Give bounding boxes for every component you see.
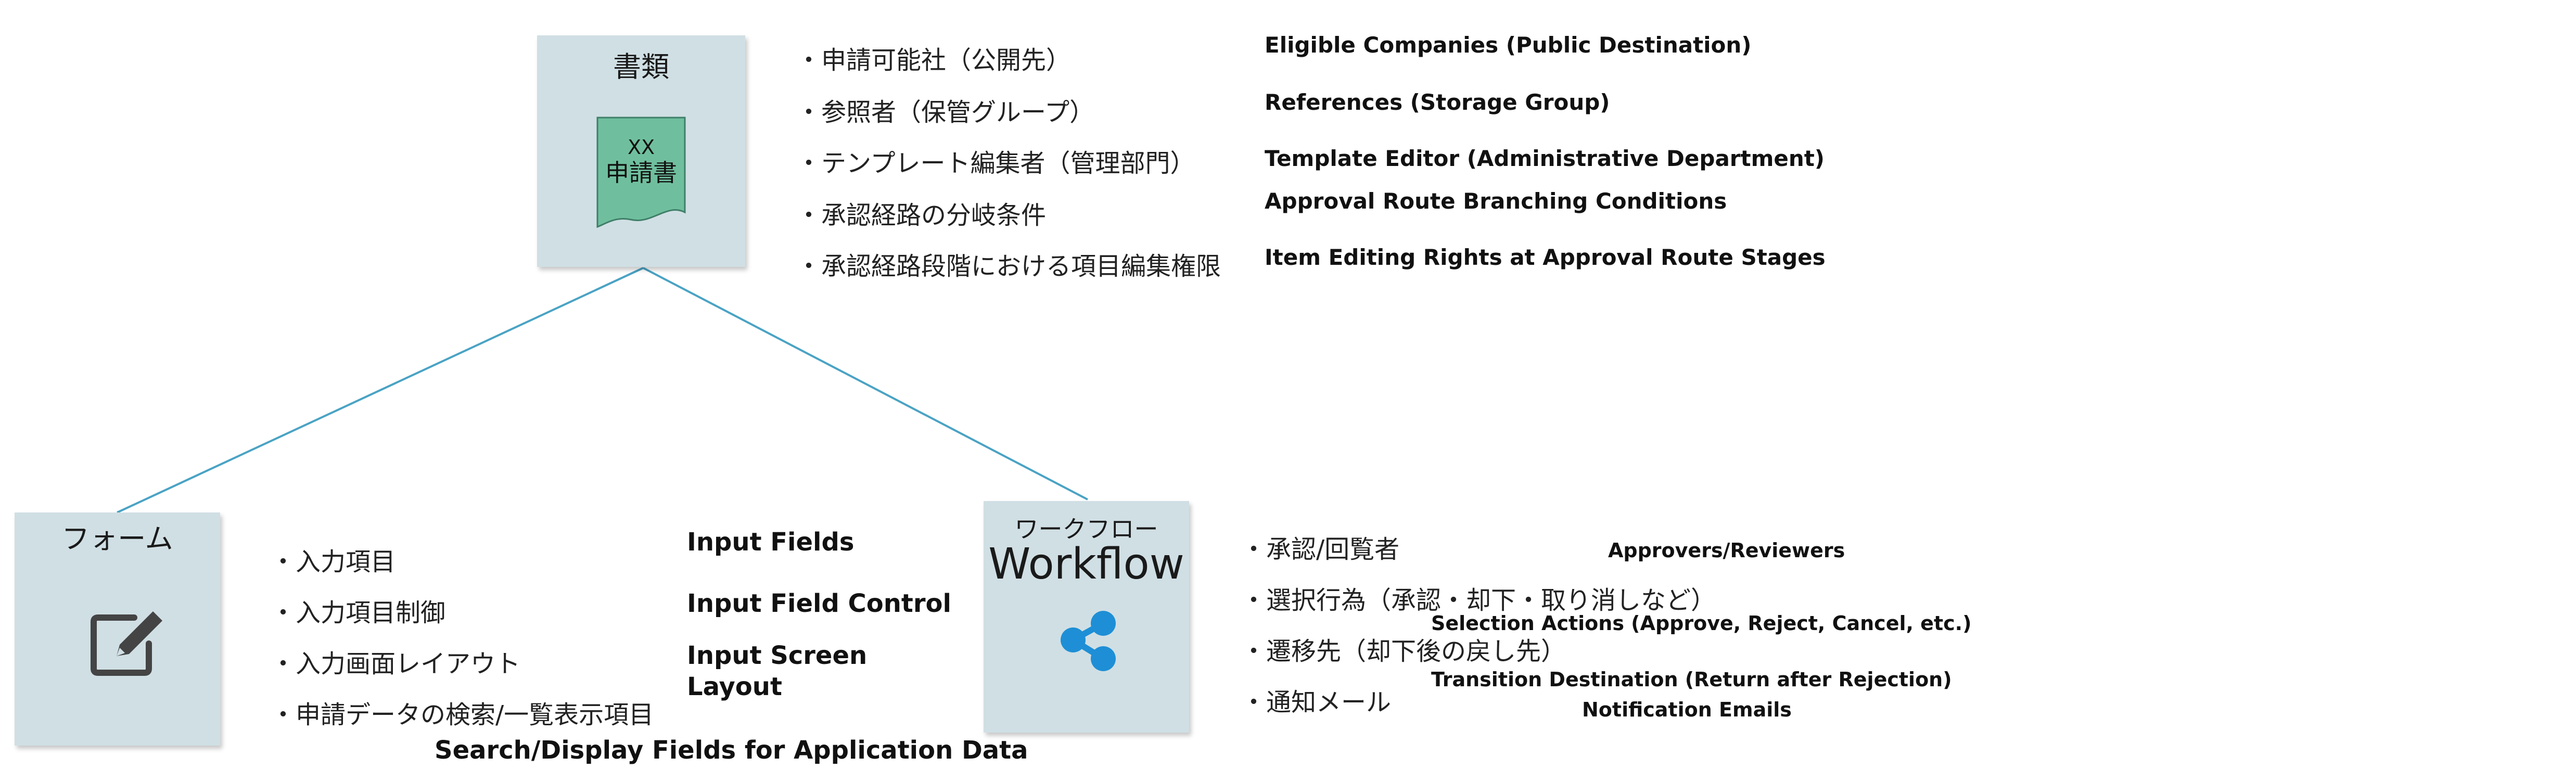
documents-translation: Approval Route Branching Conditions [1265, 188, 1727, 214]
documents-bullet: ・参照者（保管グループ） [796, 98, 1095, 127]
form-translation: Layout [687, 672, 782, 701]
documents-translation: References (Storage Group) [1265, 89, 1610, 115]
workflow-bullet: ・選択行為（承認・却下・取り消しなど） [1241, 586, 1716, 615]
form-bullet: ・入力項目 [271, 547, 396, 576]
workflow-translation: Transition Destination (Return after Rej… [1431, 668, 1952, 691]
workflow-node: ワークフロー Workflow [984, 501, 1189, 733]
workflow-bullet: ・通知メール [1241, 688, 1392, 717]
documents-translation: Item Editing Rights at Approval Route St… [1265, 245, 1826, 270]
documents-translation: Template Editor (Administrative Departme… [1265, 146, 1825, 171]
share-icon [1061, 611, 1116, 671]
documents-bullet: ・承認経路段階における項目編集権限 [796, 252, 1221, 281]
form-bullet: ・入力項目制御 [271, 598, 446, 627]
edit-icon [91, 611, 162, 676]
documents-translation: Eligible Companies (Public Destination) [1265, 32, 1752, 58]
form-bullet: ・入力画面レイアウト [271, 649, 521, 678]
form-translation: Search/Display Fields for Application Da… [435, 736, 1028, 765]
form-node-title: フォーム [61, 522, 173, 555]
workflow-translation: Selection Actions (Approve, Reject, Canc… [1431, 612, 1972, 635]
form-translation: Input Screen [687, 641, 868, 670]
connector-documents-to-workflow [643, 267, 1088, 501]
connector-documents-to-form [117, 267, 644, 514]
document-icon-label-2: 申請書 [605, 159, 677, 187]
documents-node: 書類 XX 申請書 [537, 35, 745, 267]
workflow-translation: Notification Emails [1582, 698, 1792, 721]
form-node: フォーム [15, 512, 220, 746]
workflow-bullet: ・承認/回覧者 [1241, 535, 1400, 564]
documents-bullet: ・テンプレート編集者（管理部門） [796, 149, 1195, 178]
form-translation: Input Fields [687, 528, 855, 557]
workflow-node-title-en: Workflow [988, 540, 1184, 589]
workflow-node-title-jp: ワークフロー [1014, 515, 1158, 543]
document-icon: XX 申請書 [596, 117, 686, 228]
documents-bullet: ・申請可能社（公開先） [796, 46, 1072, 75]
workflow-bullet: ・遷移先（却下後の戻し先） [1241, 637, 1566, 666]
workflow-translation: Approvers/Reviewers [1608, 539, 1845, 562]
documents-node-title: 書類 [613, 50, 669, 83]
documents-bullet: ・承認経路の分岐条件 [796, 201, 1047, 230]
form-translation: Input Field Control [687, 589, 951, 618]
form-bullet: ・申請データの検索/一覧表示項目 [271, 700, 654, 729]
document-icon-label-1: XX [628, 136, 655, 159]
